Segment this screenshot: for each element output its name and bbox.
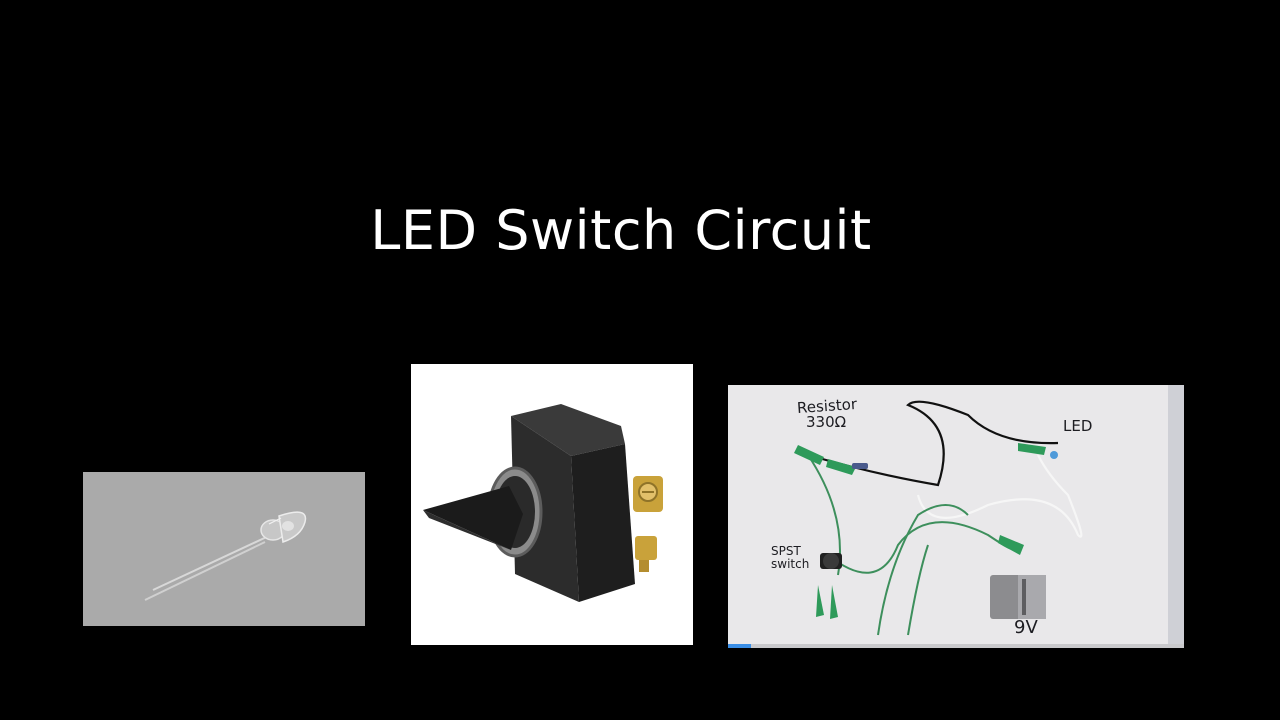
breadboard-circuit-photo: Resistor 330Ω LED SPST switch 9V [728,385,1184,648]
spst-switch-label: SPST switch [771,544,810,571]
slide-title: LED Switch Circuit [370,199,872,262]
led-component-image [83,472,365,626]
toggle-switch-image [411,364,693,645]
resistance-label: 330Ω [806,413,847,431]
battery-label: 9V [1014,617,1038,638]
led-label: LED [1063,417,1093,435]
video-progress-bar[interactable] [728,644,1184,648]
video-progress-fill [728,644,751,648]
